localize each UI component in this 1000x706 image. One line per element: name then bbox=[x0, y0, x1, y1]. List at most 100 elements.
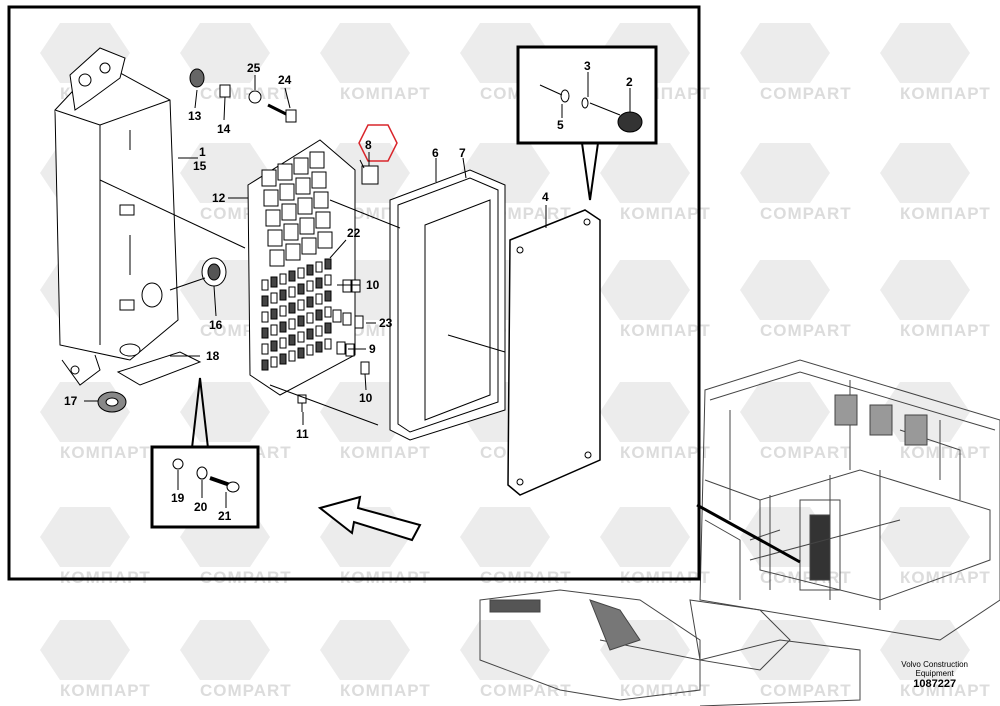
fuse-slot bbox=[270, 356, 278, 368]
panel-7 bbox=[424, 199, 491, 421]
fuse-board bbox=[247, 139, 356, 396]
frame-leader bbox=[696, 503, 801, 564]
fuse-slot bbox=[297, 315, 305, 327]
callout-12: 12 bbox=[212, 191, 226, 205]
relay-block bbox=[265, 209, 281, 227]
fuse-slot bbox=[315, 341, 323, 353]
callout-14: 14 bbox=[217, 122, 231, 136]
fuse-slot bbox=[324, 258, 332, 270]
fuse-slot bbox=[288, 350, 296, 362]
relay-block bbox=[295, 177, 311, 195]
relay-block bbox=[313, 191, 329, 209]
callout-4: 4 bbox=[542, 190, 549, 204]
callout-13: 13 bbox=[188, 109, 202, 123]
callout-2: 2 bbox=[626, 75, 633, 89]
fuse-slot bbox=[324, 306, 332, 318]
main-frame bbox=[7, 5, 701, 581]
fuse-slot bbox=[279, 273, 287, 285]
inset-box-screw bbox=[516, 45, 658, 201]
callout-23: 23 bbox=[379, 316, 393, 330]
callout-15: 15 bbox=[193, 159, 207, 173]
relay-block bbox=[299, 217, 315, 235]
brand-line1: Volvo Construction bbox=[901, 660, 968, 669]
fuse-slot bbox=[315, 293, 323, 305]
fuse-slot bbox=[297, 347, 305, 359]
relay-block bbox=[285, 243, 301, 261]
fuse-slot bbox=[306, 328, 314, 340]
fuse-slot bbox=[261, 343, 269, 355]
inset-box-bolt bbox=[150, 377, 260, 529]
fuse-slot bbox=[306, 280, 314, 292]
grommets bbox=[97, 68, 227, 413]
callout-16: 16 bbox=[209, 318, 223, 332]
relay-block bbox=[281, 203, 297, 221]
callout-9: 9 bbox=[369, 342, 376, 356]
fuse-slot bbox=[261, 327, 269, 339]
callout-22: 22 bbox=[347, 226, 361, 240]
callout-25: 25 bbox=[247, 61, 261, 75]
fuse-slot bbox=[315, 277, 323, 289]
fuse-slot bbox=[279, 337, 287, 349]
drawing-footer: Volvo Construction Equipment 1087227 bbox=[901, 660, 968, 690]
direction-arrow bbox=[317, 495, 422, 542]
highlight-hexagon bbox=[358, 124, 398, 162]
callout-3: 3 bbox=[584, 59, 591, 73]
cover-4 bbox=[507, 209, 601, 496]
fuse-slot bbox=[306, 296, 314, 308]
callout-leaders bbox=[84, 75, 547, 425]
fuse-slot bbox=[288, 270, 296, 282]
small-hardware bbox=[219, 84, 297, 123]
electrical-box-housing bbox=[54, 47, 179, 386]
relay-block bbox=[283, 223, 299, 241]
fuse-slot bbox=[288, 318, 296, 330]
fuse-slot bbox=[279, 305, 287, 317]
relay-block bbox=[261, 169, 277, 187]
callout-24: 24 bbox=[278, 73, 292, 87]
fuse-slot bbox=[279, 321, 287, 333]
relay-block bbox=[269, 249, 285, 267]
callout-1: 1 bbox=[199, 145, 206, 159]
relay-block bbox=[293, 157, 309, 175]
fuse-slot bbox=[297, 283, 305, 295]
fuse-slot bbox=[315, 261, 323, 273]
callout-20: 20 bbox=[194, 500, 208, 514]
callout-18: 18 bbox=[206, 349, 220, 363]
fuse-slot bbox=[306, 264, 314, 276]
fuse-slot bbox=[306, 312, 314, 324]
fuse-slot bbox=[261, 279, 269, 291]
relay-block bbox=[263, 189, 279, 207]
callout-7: 7 bbox=[459, 146, 466, 160]
brand-line2: Equipment bbox=[915, 669, 954, 678]
relay-block bbox=[277, 163, 293, 181]
relay-block bbox=[301, 237, 317, 255]
fuse-slot bbox=[261, 295, 269, 307]
cover-plate bbox=[116, 343, 202, 386]
callout-8: 8 bbox=[365, 138, 372, 152]
fuse-slot bbox=[306, 344, 314, 356]
fuse-slot bbox=[270, 276, 278, 288]
assembly-lines bbox=[99, 159, 506, 426]
callout-5: 5 bbox=[557, 118, 564, 132]
fuse-slot bbox=[324, 338, 332, 350]
fuse-slot bbox=[270, 340, 278, 352]
callout-21: 21 bbox=[218, 509, 232, 523]
machine-frame-sketch bbox=[479, 359, 1000, 706]
fuse-slot bbox=[270, 324, 278, 336]
callout-19: 19 bbox=[171, 491, 185, 505]
fuse-slot bbox=[324, 322, 332, 334]
fuse-slot bbox=[261, 311, 269, 323]
relay-part-8 bbox=[361, 165, 379, 185]
relay-block bbox=[279, 183, 295, 201]
fuse-slot bbox=[315, 325, 323, 337]
fuse-slot bbox=[288, 334, 296, 346]
callout-10a: 10 bbox=[366, 278, 380, 292]
fuse-slot bbox=[324, 290, 332, 302]
fuse-slot bbox=[288, 302, 296, 314]
relay-block bbox=[309, 151, 325, 169]
relay-block bbox=[315, 211, 331, 229]
drawing-number: 1087227 bbox=[913, 678, 957, 690]
callout-11: 11 bbox=[296, 427, 309, 441]
relay-block bbox=[297, 197, 313, 215]
relay-block bbox=[317, 231, 333, 249]
